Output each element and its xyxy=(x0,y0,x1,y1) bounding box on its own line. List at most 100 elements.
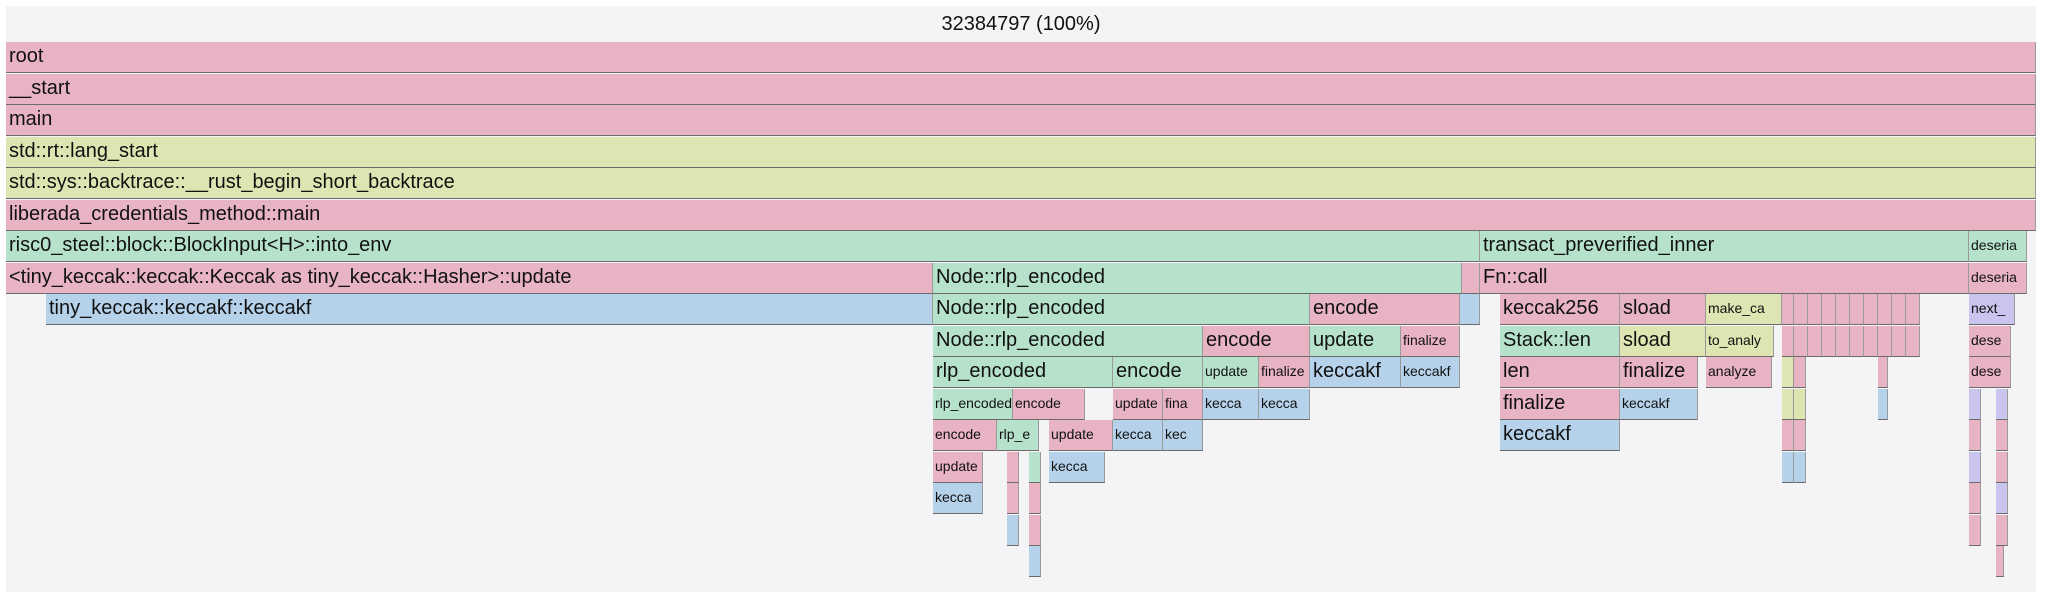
stack-frame[interactable] xyxy=(1808,325,1822,357)
stack-frame[interactable]: dese xyxy=(1969,325,2011,357)
stack-frame[interactable]: update xyxy=(1203,357,1259,388)
stack-frame[interactable] xyxy=(1782,420,1794,451)
stack-frame[interactable] xyxy=(1864,294,1878,325)
stack-frame[interactable]: Node::rlp_encoded xyxy=(933,294,1310,325)
stack-frame[interactable]: std::sys::backtrace::__rust_begin_short_… xyxy=(6,168,2036,199)
stack-frame[interactable] xyxy=(1822,325,1836,357)
stack-frame[interactable] xyxy=(1969,483,1981,514)
stack-frame[interactable]: keccak256 xyxy=(1500,294,1620,325)
stack-frame[interactable]: transact_preverified_inner xyxy=(1480,231,1969,262)
stack-frame[interactable]: kecca xyxy=(1259,388,1310,420)
stack-frame[interactable] xyxy=(1794,325,1808,357)
stack-frame[interactable]: keccakf xyxy=(1500,420,1620,451)
stack-frame[interactable] xyxy=(1878,294,1892,325)
stack-frame[interactable] xyxy=(1794,357,1806,388)
stack-frame[interactable]: keccakf xyxy=(1620,388,1698,420)
stack-frame[interactable] xyxy=(1969,514,1981,546)
stack-frame[interactable]: root xyxy=(6,42,2036,73)
stack-frame[interactable]: finalize xyxy=(1500,388,1620,420)
stack-frame[interactable]: encode xyxy=(1113,357,1203,388)
stack-frame[interactable] xyxy=(1007,514,1019,546)
stack-frame[interactable] xyxy=(1029,546,1041,577)
stack-frame[interactable]: kec xyxy=(1163,420,1203,451)
stack-frame[interactable]: next_ xyxy=(1969,294,2015,325)
stack-frame[interactable] xyxy=(1794,451,1806,483)
stack-frame[interactable]: deseria xyxy=(1969,231,2027,262)
stack-frame[interactable]: __start xyxy=(6,73,2036,105)
stack-frame[interactable]: sload xyxy=(1620,294,1706,325)
stack-frame[interactable] xyxy=(1996,388,2008,420)
stack-frame[interactable] xyxy=(1782,325,1794,357)
stack-frame[interactable] xyxy=(1864,325,1878,357)
stack-frame[interactable]: finalize xyxy=(1259,357,1310,388)
stack-frame[interactable]: update xyxy=(933,451,983,483)
stack-frame[interactable] xyxy=(1029,451,1041,483)
stack-frame[interactable]: std::rt::lang_start xyxy=(6,136,2036,168)
stack-frame[interactable]: kecca xyxy=(933,483,983,514)
stack-frame[interactable] xyxy=(1906,294,1920,325)
stack-frame[interactable] xyxy=(1782,451,1794,483)
stack-frame[interactable] xyxy=(1029,514,1041,546)
stack-frame[interactable]: main xyxy=(6,105,2036,136)
stack-frame[interactable]: analyze xyxy=(1706,357,1772,388)
stack-frame[interactable]: kecca xyxy=(1049,451,1105,483)
stack-frame[interactable]: Node::rlp_encoded xyxy=(933,325,1203,357)
stack-frame[interactable] xyxy=(1906,325,1920,357)
stack-frame[interactable] xyxy=(1794,420,1806,451)
stack-frame[interactable] xyxy=(1782,388,1794,420)
stack-frame[interactable]: Node::rlp_encoded xyxy=(933,262,1462,294)
stack-frame[interactable]: <tiny_keccak::keccak::Keccak as tiny_kec… xyxy=(6,262,933,294)
stack-frame[interactable] xyxy=(1892,294,1906,325)
stack-frame[interactable]: dese xyxy=(1969,357,2011,388)
stack-frame[interactable] xyxy=(1969,451,1981,483)
stack-frame[interactable]: encode xyxy=(933,420,997,451)
stack-frame[interactable] xyxy=(1836,294,1850,325)
stack-frame[interactable]: keccakf xyxy=(1401,357,1460,388)
stack-frame[interactable] xyxy=(1878,388,1888,420)
stack-frame[interactable]: len xyxy=(1500,357,1620,388)
stack-frame[interactable] xyxy=(1996,483,2008,514)
stack-frame[interactable] xyxy=(1007,483,1019,514)
stack-frame[interactable]: update xyxy=(1113,388,1163,420)
stack-frame[interactable]: rlp_encoded xyxy=(933,388,1013,420)
stack-frame[interactable]: to_analy xyxy=(1706,325,1774,357)
stack-frame[interactable] xyxy=(1892,325,1906,357)
stack-frame[interactable] xyxy=(1969,388,1981,420)
stack-frame[interactable]: encode xyxy=(1013,388,1085,420)
stack-frame[interactable] xyxy=(1029,483,1041,514)
stack-frame[interactable]: risc0_steel::block::BlockInput<H>::into_… xyxy=(6,231,1480,262)
stack-frame[interactable]: encode xyxy=(1310,294,1460,325)
stack-frame[interactable] xyxy=(1996,420,2008,451)
stack-frame[interactable] xyxy=(1878,325,1892,357)
stack-frame[interactable] xyxy=(1822,294,1836,325)
stack-frame[interactable] xyxy=(1836,325,1850,357)
stack-frame[interactable]: make_ca xyxy=(1706,294,1782,325)
stack-frame[interactable]: keccakf xyxy=(1310,357,1401,388)
stack-frame[interactable]: deseria xyxy=(1969,262,2027,294)
stack-frame[interactable]: rlp_e xyxy=(997,420,1039,451)
stack-frame[interactable] xyxy=(1996,451,2008,483)
stack-frame[interactable] xyxy=(1996,546,2004,577)
stack-frame[interactable]: rlp_encoded xyxy=(933,357,1113,388)
stack-frame[interactable] xyxy=(1850,325,1864,357)
stack-frame[interactable] xyxy=(1808,294,1822,325)
stack-frame[interactable]: encode xyxy=(1203,325,1310,357)
stack-frame[interactable]: kecca xyxy=(1203,388,1259,420)
stack-frame[interactable] xyxy=(1462,262,1480,294)
stack-frame[interactable]: update xyxy=(1310,325,1401,357)
stack-frame[interactable] xyxy=(1969,420,1981,451)
stack-frame[interactable]: Stack::len xyxy=(1500,325,1620,357)
stack-frame[interactable] xyxy=(1007,451,1019,483)
stack-frame[interactable] xyxy=(1850,294,1864,325)
stack-frame[interactable]: Fn::call xyxy=(1480,262,1969,294)
stack-frame[interactable] xyxy=(1794,294,1808,325)
stack-frame[interactable]: update xyxy=(1049,420,1113,451)
stack-frame[interactable] xyxy=(1794,388,1806,420)
stack-frame[interactable]: tiny_keccak::keccakf::keccakf xyxy=(46,294,933,325)
stack-frame[interactable] xyxy=(1878,357,1888,388)
stack-frame[interactable]: liberada_credentials_method::main xyxy=(6,199,2036,231)
stack-frame[interactable]: sload xyxy=(1620,325,1706,357)
stack-frame[interactable] xyxy=(1782,294,1794,325)
stack-frame[interactable] xyxy=(1996,514,2008,546)
stack-frame[interactable] xyxy=(1460,294,1480,325)
